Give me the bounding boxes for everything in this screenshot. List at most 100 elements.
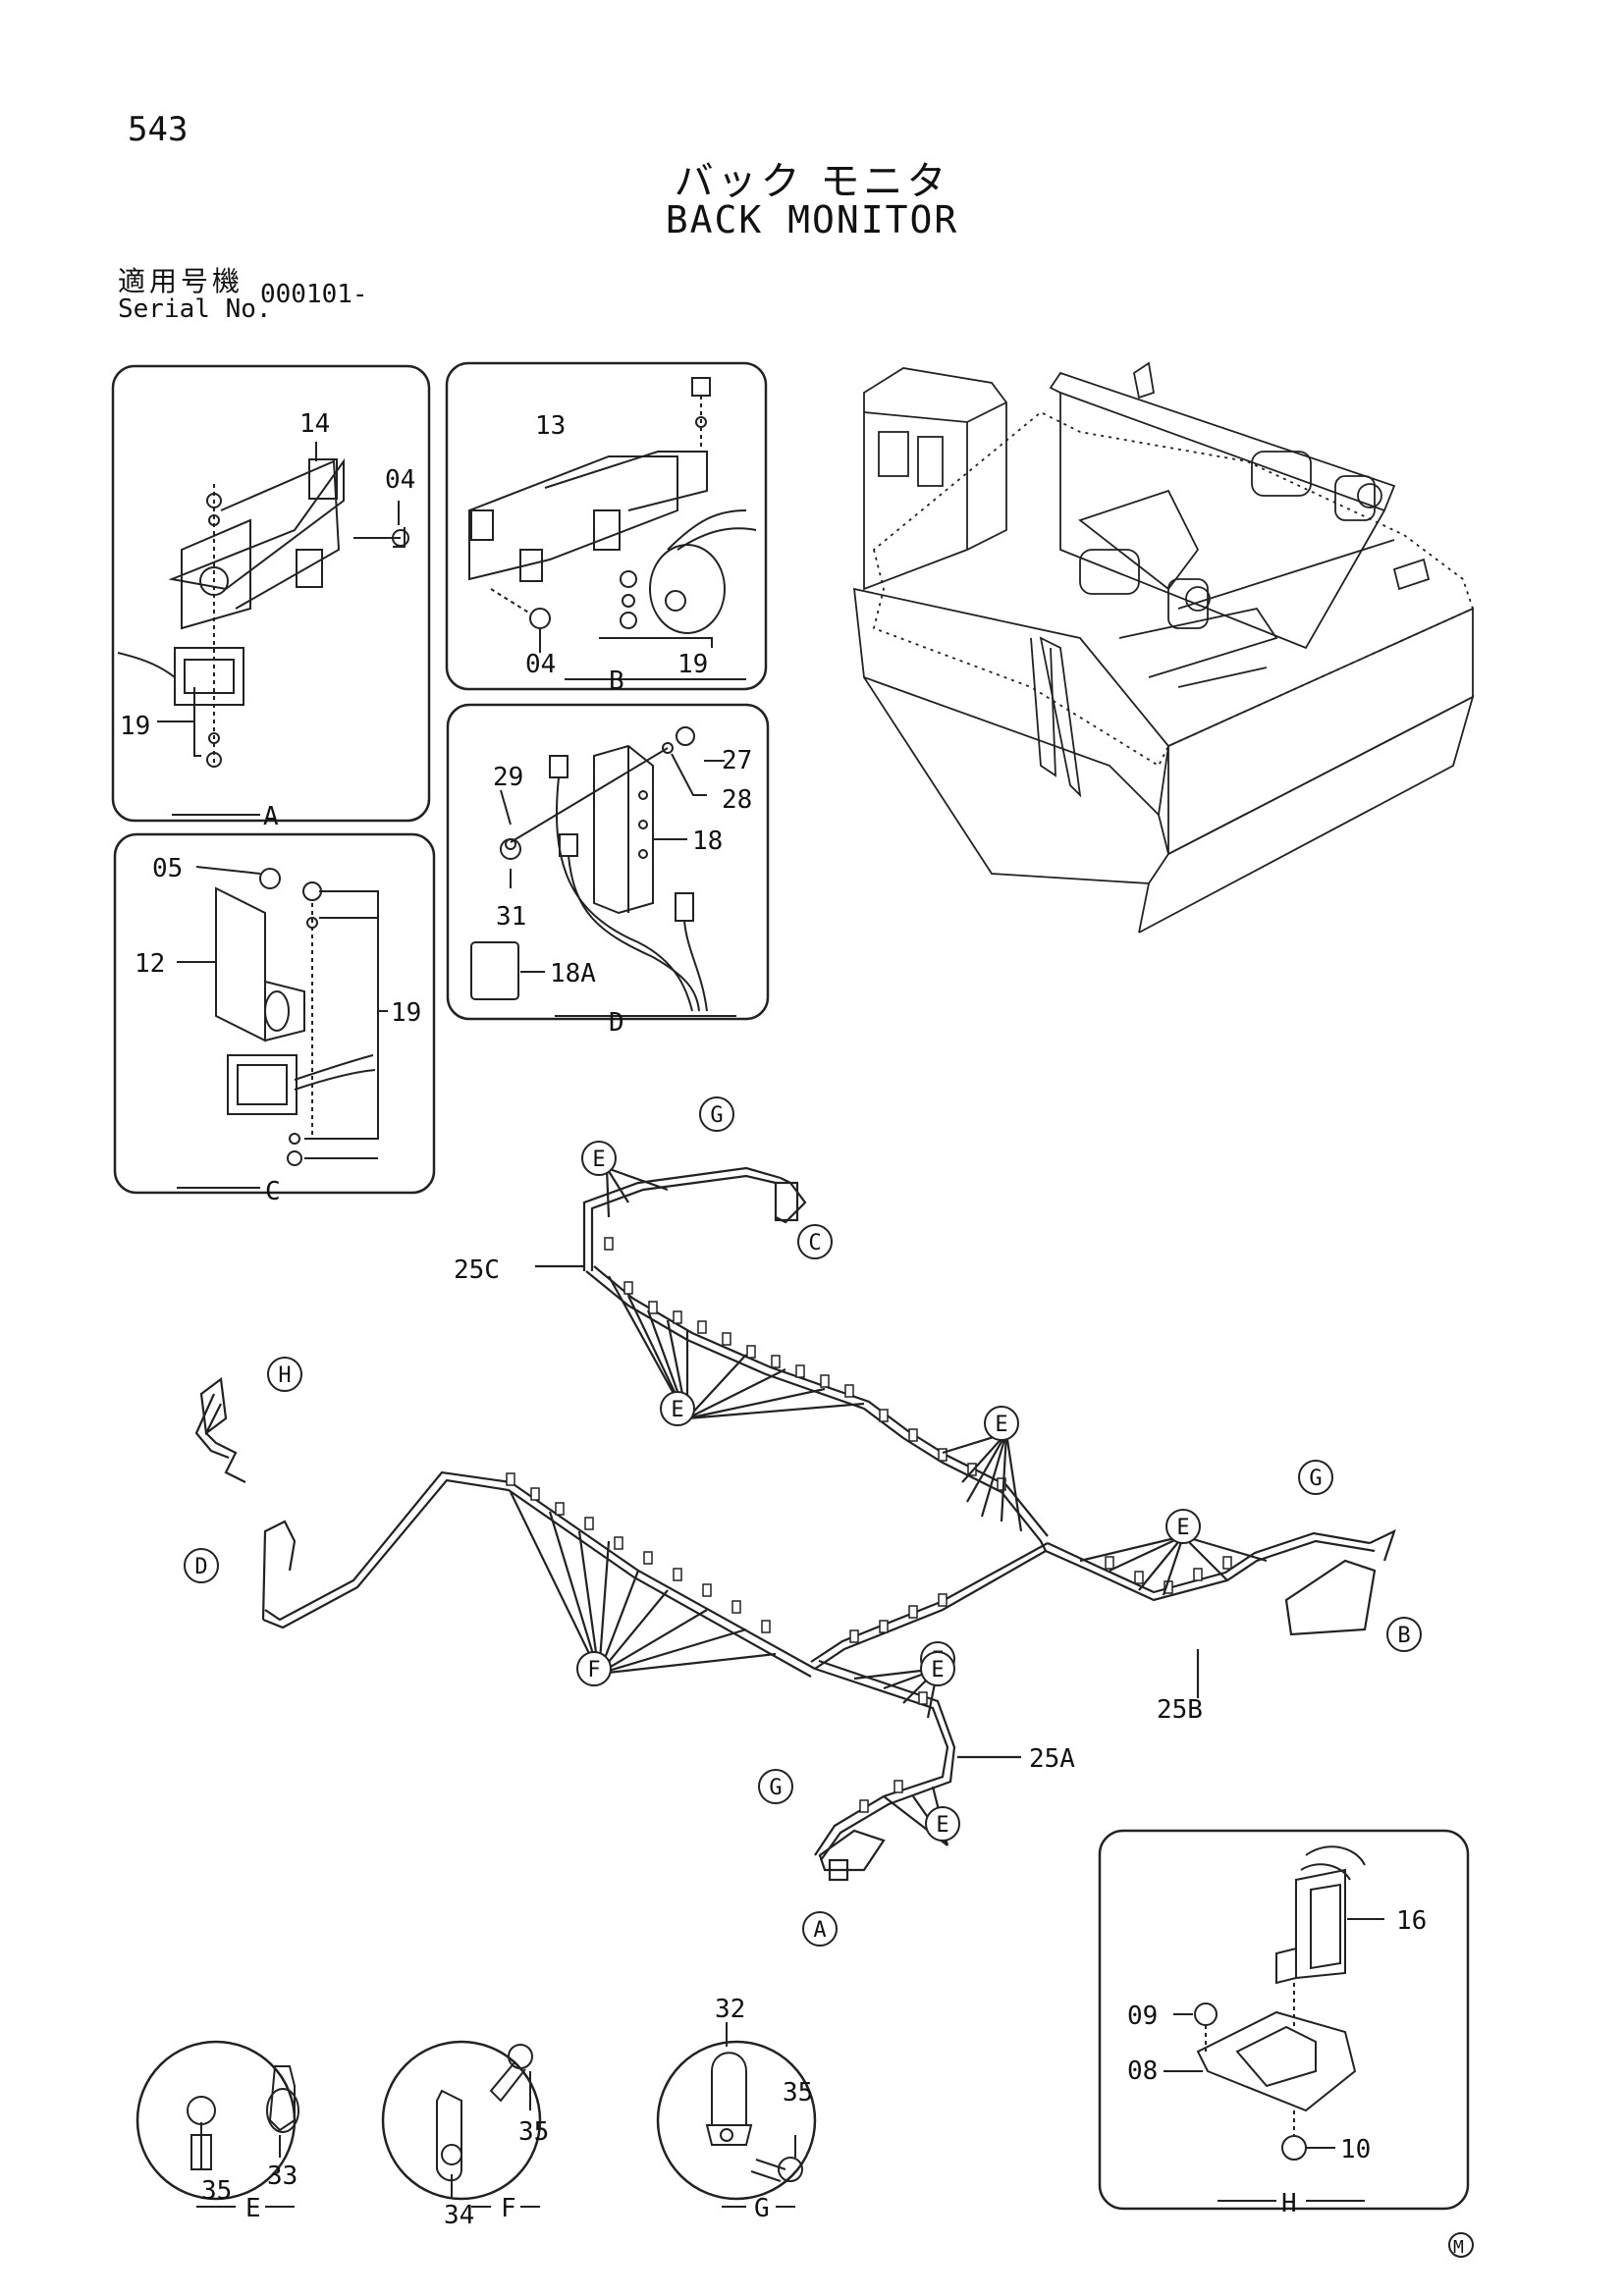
callout-c: C bbox=[797, 1224, 833, 1259]
title-japanese: バック モニタ bbox=[674, 159, 950, 204]
harness-clip bbox=[648, 1301, 658, 1314]
detail-panel-c: 05 12 19 C bbox=[113, 832, 436, 1206]
label-h-16: 16 bbox=[1396, 1906, 1427, 1936]
callout-e: E bbox=[1165, 1509, 1201, 1544]
callout-letter: E bbox=[995, 1413, 1007, 1437]
callout-g: G bbox=[1298, 1460, 1333, 1495]
harness-clip bbox=[879, 1620, 889, 1633]
label-d-18a: 18A bbox=[550, 959, 596, 988]
harness-clip bbox=[938, 1448, 947, 1462]
detail-panel-d: 29 27 28 18 31 18A D bbox=[446, 703, 770, 1038]
title-english: BACK MONITOR bbox=[665, 198, 959, 241]
harness-clip bbox=[908, 1428, 918, 1442]
harness-clip bbox=[1193, 1568, 1203, 1581]
label-g-35: 35 bbox=[783, 2078, 813, 2108]
label-h-08: 08 bbox=[1127, 2056, 1158, 2086]
label-c-05: 05 bbox=[152, 854, 183, 883]
callout-e: E bbox=[660, 1391, 695, 1426]
detail-circle-f: 34 35 F bbox=[381, 2040, 549, 2230]
caption-d: D bbox=[609, 1008, 624, 1038]
harness-clip bbox=[584, 1517, 594, 1530]
callout-letter: E bbox=[671, 1398, 683, 1422]
callout-letter: H bbox=[278, 1363, 291, 1388]
corner-mark-letter: M bbox=[1453, 2237, 1464, 2258]
harness-clip bbox=[731, 1600, 741, 1614]
harness-clip bbox=[1222, 1556, 1232, 1570]
harness-clip bbox=[820, 1374, 830, 1388]
harness-clip bbox=[849, 1629, 859, 1643]
caption-c: C bbox=[265, 1177, 281, 1206]
callout-d: D bbox=[184, 1548, 219, 1583]
label-b-13: 13 bbox=[535, 411, 566, 441]
caption-f: F bbox=[501, 2194, 516, 2223]
label-e-33: 33 bbox=[267, 2162, 298, 2191]
harness-clip bbox=[879, 1409, 889, 1422]
callout-h: H bbox=[267, 1357, 302, 1392]
label-d-28: 28 bbox=[722, 785, 752, 815]
harness-clip bbox=[1134, 1571, 1144, 1584]
harness-clip bbox=[844, 1384, 854, 1398]
label-d-27: 27 bbox=[722, 746, 752, 775]
harness-clip bbox=[614, 1536, 623, 1550]
callout-f: F bbox=[576, 1651, 612, 1686]
label-d-18: 18 bbox=[692, 827, 723, 856]
callout-a: A bbox=[802, 1911, 838, 1947]
label-d-29: 29 bbox=[493, 763, 523, 792]
detail-circle-g: 32 35 G bbox=[656, 1995, 817, 2223]
harness-clip bbox=[702, 1583, 712, 1597]
label-c-19: 19 bbox=[391, 998, 421, 1028]
callout-letter: F bbox=[587, 1658, 600, 1682]
harness-clip bbox=[555, 1502, 565, 1516]
serial-label-japanese: 適用号機 bbox=[118, 265, 244, 297]
caption-h: H bbox=[1281, 2189, 1297, 2218]
label-a-19: 19 bbox=[120, 712, 150, 741]
serial-number-value: 000101- bbox=[260, 280, 368, 309]
harness-clip bbox=[623, 1281, 633, 1295]
callout-e: E bbox=[920, 1651, 955, 1686]
harness-clip bbox=[967, 1463, 977, 1476]
harness-clip bbox=[722, 1332, 731, 1346]
callout-letter: E bbox=[1176, 1516, 1189, 1540]
callout-letter: D bbox=[194, 1555, 207, 1579]
label-25c: 25C bbox=[454, 1255, 500, 1285]
label-h-10: 10 bbox=[1340, 2135, 1371, 2164]
label-25b: 25B bbox=[1157, 1695, 1203, 1725]
harness-clip bbox=[795, 1364, 805, 1378]
harness-clip bbox=[604, 1237, 614, 1251]
harness-clip bbox=[997, 1477, 1006, 1491]
caption-b: B bbox=[609, 667, 624, 696]
detail-panel-b: 13 04 19 B bbox=[445, 361, 768, 696]
harness-clip bbox=[530, 1487, 540, 1501]
caption-a: A bbox=[263, 802, 279, 831]
detail-panel-a: 14 04 19 A bbox=[111, 364, 431, 831]
harness-clip bbox=[746, 1345, 756, 1359]
callout-letter: G bbox=[1309, 1467, 1322, 1491]
harness-clip bbox=[506, 1472, 515, 1486]
callout-letter: E bbox=[931, 1658, 944, 1682]
callout-e: E bbox=[925, 1806, 960, 1842]
detail-circle-e: 35 33 E bbox=[135, 2040, 299, 2223]
callout-letter: G bbox=[710, 1103, 723, 1128]
corner-mark: M bbox=[1448, 2232, 1474, 2258]
label-f-35: 35 bbox=[518, 2117, 549, 2147]
callout-letter: G bbox=[769, 1776, 782, 1800]
callout-g: G bbox=[758, 1769, 793, 1804]
page-number: 543 bbox=[128, 110, 189, 149]
label-h-09: 09 bbox=[1127, 2002, 1158, 2031]
label-g-32: 32 bbox=[715, 1995, 745, 2024]
label-b-19: 19 bbox=[677, 650, 708, 679]
callout-e: E bbox=[581, 1141, 617, 1176]
machine-overview bbox=[852, 361, 1475, 934]
detail-panel-h: 16 09 08 10 H bbox=[1098, 1829, 1470, 2218]
callout-g: G bbox=[699, 1096, 734, 1132]
harness-clip bbox=[771, 1355, 781, 1368]
serial-label-english: Serial No. bbox=[118, 294, 272, 324]
label-d-31: 31 bbox=[496, 902, 526, 932]
harness-clip bbox=[938, 1593, 947, 1607]
harness-clip bbox=[918, 1691, 928, 1705]
label-25a: 25A bbox=[1029, 1744, 1075, 1774]
callout-letter: E bbox=[936, 1813, 948, 1838]
callout-letter: A bbox=[813, 1918, 826, 1943]
harness-clip bbox=[893, 1780, 903, 1793]
callout-letter: C bbox=[808, 1231, 821, 1255]
